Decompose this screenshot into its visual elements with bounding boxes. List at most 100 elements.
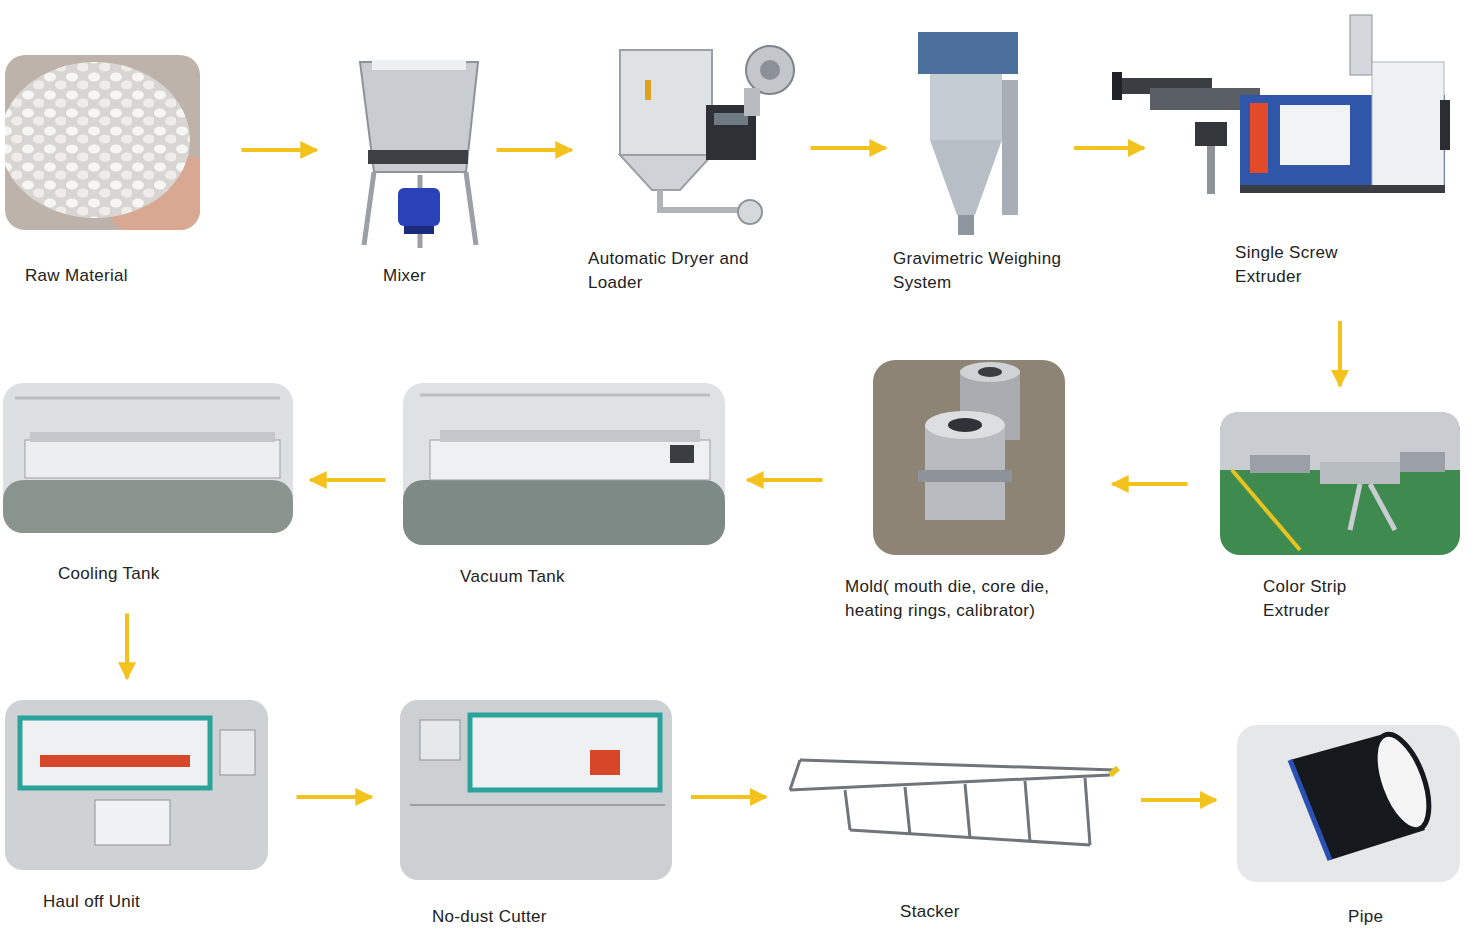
step-label: Mixer [383,264,463,288]
cooling-tank-photo-part [30,432,275,442]
weighing-system-photo [918,32,1018,235]
mold-photo-part [873,360,1065,555]
extruder-photo-part [1112,72,1122,100]
step-label: Stacker [900,900,1000,924]
haul-off-photo-part [220,730,255,775]
dryer-photo-part [620,50,712,155]
dryer-photo [620,46,794,224]
color-strip-extruder-photo-part [1320,462,1400,484]
process-step: Mold( mouth die, core die, heating rings… [845,360,1080,629]
vacuum-tank-photo-part [670,445,694,463]
extruder-photo-part [1240,185,1445,193]
vacuum-tank-photo-part [403,383,725,545]
step-label: Gravimetric Weighing System [893,247,1068,295]
step-label: No-dust Cutter [432,905,592,929]
stacker-drawing-part [790,775,1110,790]
step-label: Raw Material [25,264,195,288]
flow-arrow [297,795,372,799]
cutter-photo [400,700,672,880]
flow-arrow [1113,482,1188,486]
flow-arrow [497,148,572,152]
mold-photo-part [978,367,1002,377]
step-label: Mold( mouth die, core die, heating rings… [845,575,1080,623]
pipe-photo [1237,725,1460,882]
haul-off-photo-part [20,718,210,788]
cooling-tank-photo-part [3,383,293,533]
color-strip-extruder-photo [1220,412,1460,555]
extruder-photo-part [1350,15,1372,75]
extruder-photo-part [1195,122,1227,146]
flow-arrow [691,795,766,799]
mixer-photo-part [368,150,468,164]
haul-off-photo-part [95,800,170,845]
mold-photo-part [918,470,1012,482]
vacuum-tank-photo-part [403,480,725,545]
color-strip-extruder-photo-part [1370,484,1395,530]
raw-material-photo-part-part [5,62,190,218]
dryer-photo-part [620,155,712,190]
step-label: Cooling Tank [58,562,218,586]
dryer-photo-part [645,80,651,100]
mold-photo-part [925,411,1005,439]
process-step: Haul off Unit [5,700,268,920]
pipe-photo-part [1237,725,1460,882]
cutter-photo-part [400,700,672,880]
vacuum-tank-photo-part [430,440,710,480]
process-step: Gravimetric Weighing System [893,28,1068,301]
mold-photo [873,360,1065,555]
cooling-tank-photo-part [15,397,280,400]
flow-arrow [242,148,317,152]
mold-photo-part [948,418,982,432]
flow-arrow [1141,798,1216,802]
haul-off-photo-part [5,700,268,870]
process-step: Single Screw Extruder [1150,12,1450,295]
raw-material-photo [0,55,245,245]
dryer-photo-part [746,46,794,94]
mixer-photo-part [404,226,434,234]
mixer-photo-part [360,62,478,172]
cooling-tank-photo [3,383,293,533]
extruder-photo-part [1372,62,1444,190]
flow-arrow [311,478,386,482]
mixer-photo-part [398,188,440,226]
cutter-photo-part [410,804,665,806]
flow-arrow [1338,321,1342,386]
color-strip-extruder-photo-part [1350,484,1360,530]
flow-arrow [811,146,886,150]
flow-arrow [1074,146,1144,150]
weighing-system-photo-part [1002,80,1018,215]
haul-off-photo [5,700,268,870]
weighing-system-photo-part [958,215,974,235]
color-strip-extruder-photo-part [1250,455,1310,473]
cooling-tank-photo-part [25,440,280,478]
stacker-drawing-part [965,784,970,838]
stacker-drawing [790,760,1118,845]
step-label: Pipe [1348,905,1408,929]
color-strip-extruder-photo-part [1232,470,1300,550]
extruder-photo-part [1207,146,1215,194]
dryer-photo-part [744,88,760,116]
flow-arrow [748,478,823,482]
flow-arrow [125,614,129,679]
weighing-system-photo-part [918,32,1018,74]
stacker-drawing-part [800,760,1115,770]
step-label: Vacuum Tank [460,565,620,589]
mixer-photo [360,60,478,248]
mixer-photo-part [466,172,476,245]
step-label: Automatic Dryer and Loader [588,247,803,295]
extruder-photo-part [1440,100,1450,150]
cutter-photo-part [470,715,660,790]
color-strip-extruder-photo-part [1400,452,1445,472]
process-step: Automatic Dryer and Loader [588,40,803,301]
mixer-photo-part [372,60,466,70]
stacker-drawing-part [850,830,1090,845]
weighing-system-photo-part [930,140,1002,215]
cutter-photo-part [420,720,460,760]
weighing-system-photo-part [930,74,1002,140]
raw-material-photo-part [5,62,200,230]
stacker-drawing-part [790,760,800,790]
stacker-drawing-part [1110,768,1118,775]
extruder-photo [1112,15,1450,194]
